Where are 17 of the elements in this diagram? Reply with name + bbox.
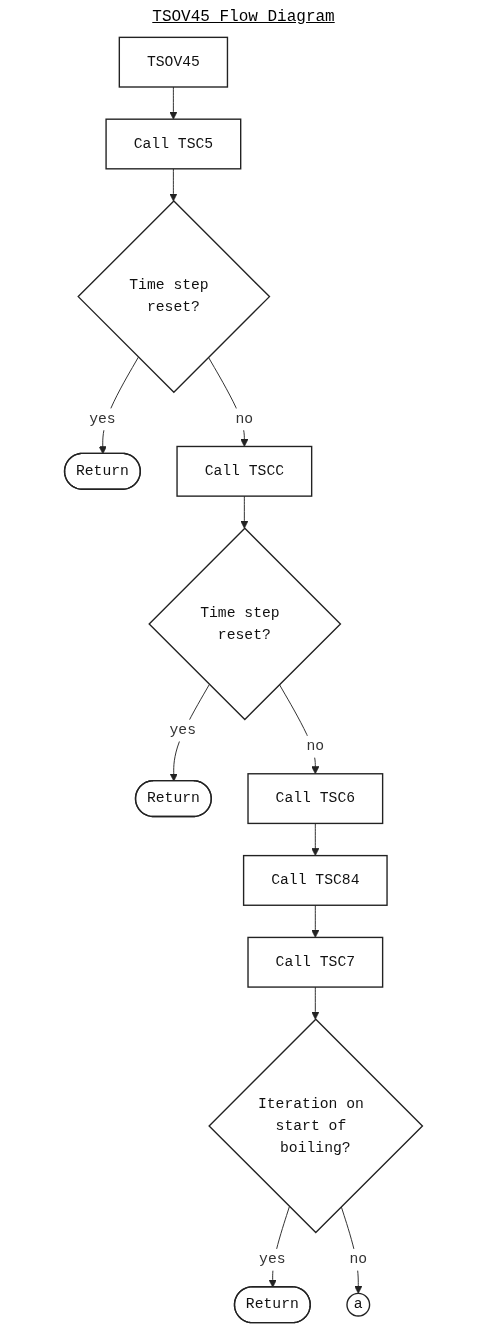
edge-label: yes [89,411,116,428]
node-box: Call TSC6 [247,773,384,825]
node-box: Call TSC84 [242,854,388,906]
node-diamond: Iteration on start of boiling? [208,1018,424,1234]
edge-label: no [349,1251,368,1268]
edge-label: no [306,738,325,755]
node-diamond: Time step reset? [148,527,342,721]
diagram-title: TSOV45 Flow Diagram [151,8,336,26]
node-box: Call TSC7 [247,936,384,988]
node-circle: a [346,1292,371,1317]
node-box: Call TSCC [176,445,313,497]
edge-label: yes [259,1251,286,1268]
node-box: TSOV45 [118,36,229,88]
node-box: Call TSC5 [105,118,242,170]
node-diamond: Time step reset? [77,200,271,394]
edge-label: yes [169,722,196,739]
edge-label: no [235,411,254,428]
